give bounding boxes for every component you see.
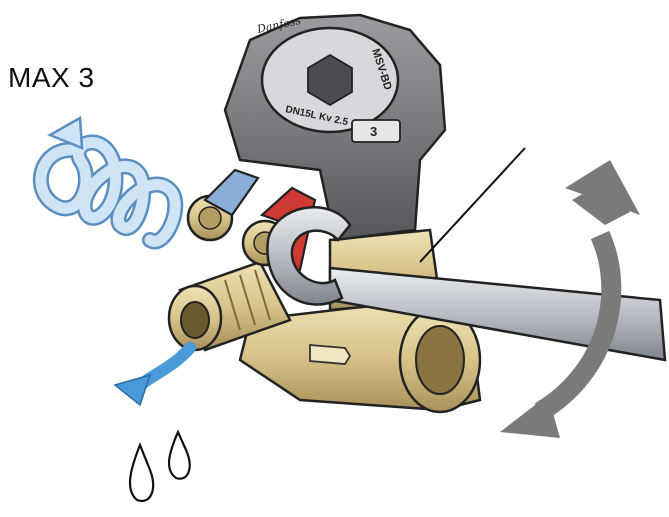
rotation-spiral-icon bbox=[32, 115, 184, 250]
drain-nipple bbox=[167, 260, 292, 352]
water-drop-icon bbox=[128, 442, 155, 503]
double-rotation-arrow-icon bbox=[500, 160, 640, 438]
water-drop-icon bbox=[168, 429, 191, 480]
leader-line bbox=[419, 147, 526, 263]
lever-blue bbox=[203, 168, 260, 217]
wrench bbox=[266, 206, 667, 362]
setting-window-value: 3 bbox=[370, 124, 377, 139]
max-turns-label: MAX 3 bbox=[8, 62, 95, 93]
handwheel: Danfoss MSV-BD DN15L Kv 2.5 3 bbox=[223, 13, 447, 242]
water-drain-arrow-icon bbox=[113, 342, 196, 407]
